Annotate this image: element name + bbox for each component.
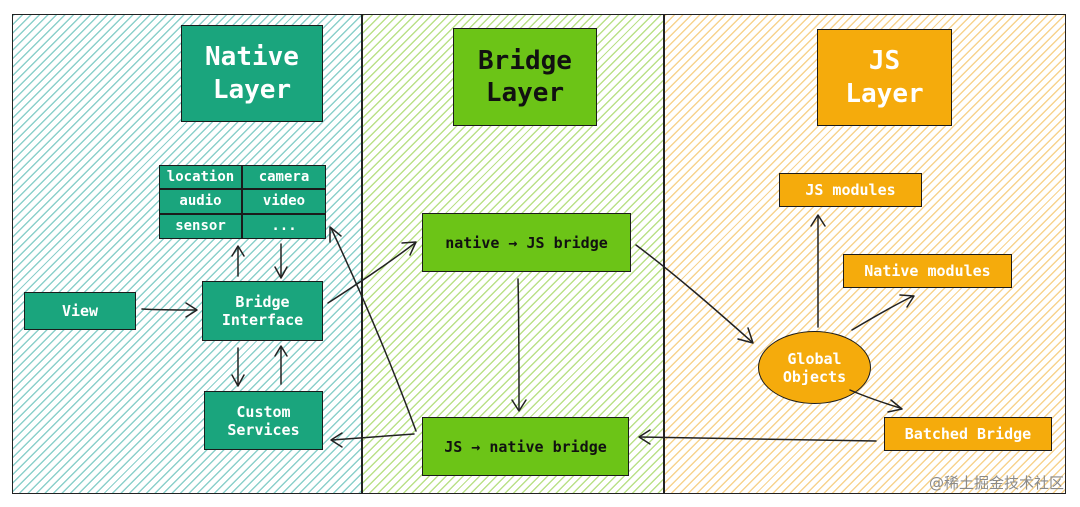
js-modules-box: JS modules xyxy=(779,173,922,207)
js-layer-title: JS Layer xyxy=(817,29,952,126)
bridge-interface-box: Bridge Interface xyxy=(202,281,323,341)
js-to-native-bridge-box: JS → native bridge xyxy=(422,417,629,476)
module-location: location xyxy=(159,165,242,189)
custom-services-box: Custom Services xyxy=(204,391,323,450)
module-more: ... xyxy=(242,214,326,239)
module-audio: audio xyxy=(159,189,242,214)
watermark: @稀土掘金技术社区 xyxy=(928,474,1064,492)
native-layer-title: Native Layer xyxy=(181,25,323,122)
module-sensor: sensor xyxy=(159,214,242,239)
global-objects-ellipse: Global Objects xyxy=(758,331,871,404)
module-camera: camera xyxy=(242,165,326,189)
bridge-layer-title: Bridge Layer xyxy=(453,28,597,126)
module-video: video xyxy=(242,189,326,214)
batched-bridge-box: Batched Bridge xyxy=(884,417,1052,451)
native-to-js-bridge-box: native → JS bridge xyxy=(422,213,631,272)
view-box: View xyxy=(24,292,136,330)
native-modules-box: Native modules xyxy=(843,254,1012,288)
